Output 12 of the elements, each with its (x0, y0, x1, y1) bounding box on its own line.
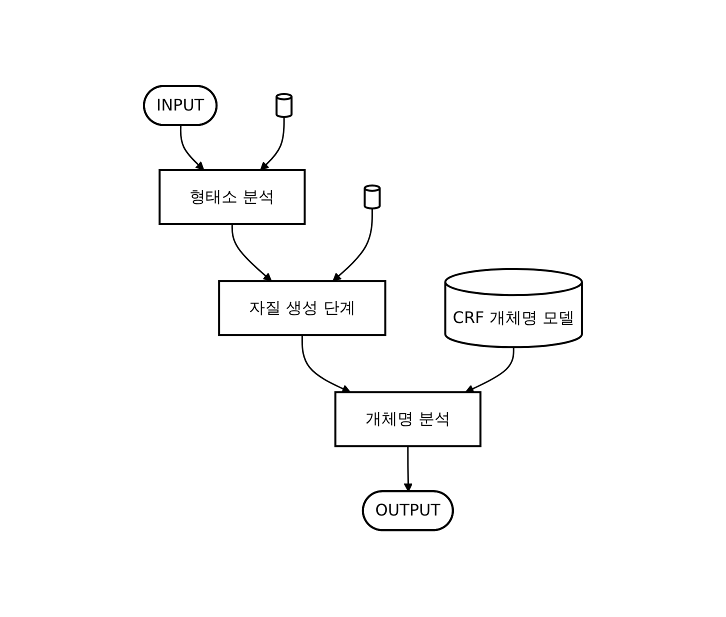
arrow (301, 336, 351, 394)
arrow (180, 126, 204, 171)
arrow (404, 446, 413, 492)
arrow (465, 348, 514, 394)
arrow (231, 224, 272, 282)
node-cylinder (276, 93, 293, 118)
arrow (332, 208, 373, 282)
node-box: 형태소 분석 (158, 169, 306, 226)
node-box: 개체명 분석 (334, 392, 482, 448)
node-cylinder (364, 184, 381, 210)
arrow (260, 117, 285, 171)
node-box: 자질 생성 단계 (218, 280, 386, 336)
